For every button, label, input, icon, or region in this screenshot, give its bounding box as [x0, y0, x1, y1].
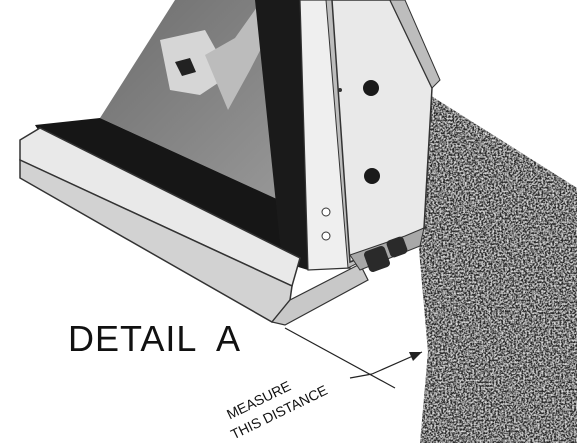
- bracket-plate: [331, 0, 441, 271]
- detail-label: DETAIL A: [68, 318, 242, 359]
- sill-trim: [19, 127, 369, 326]
- measurement-callout: [284, 327, 423, 389]
- base-clips: [321, 207, 408, 272]
- granite-wall: [418, 92, 577, 443]
- frame-bottom: [35, 0, 308, 270]
